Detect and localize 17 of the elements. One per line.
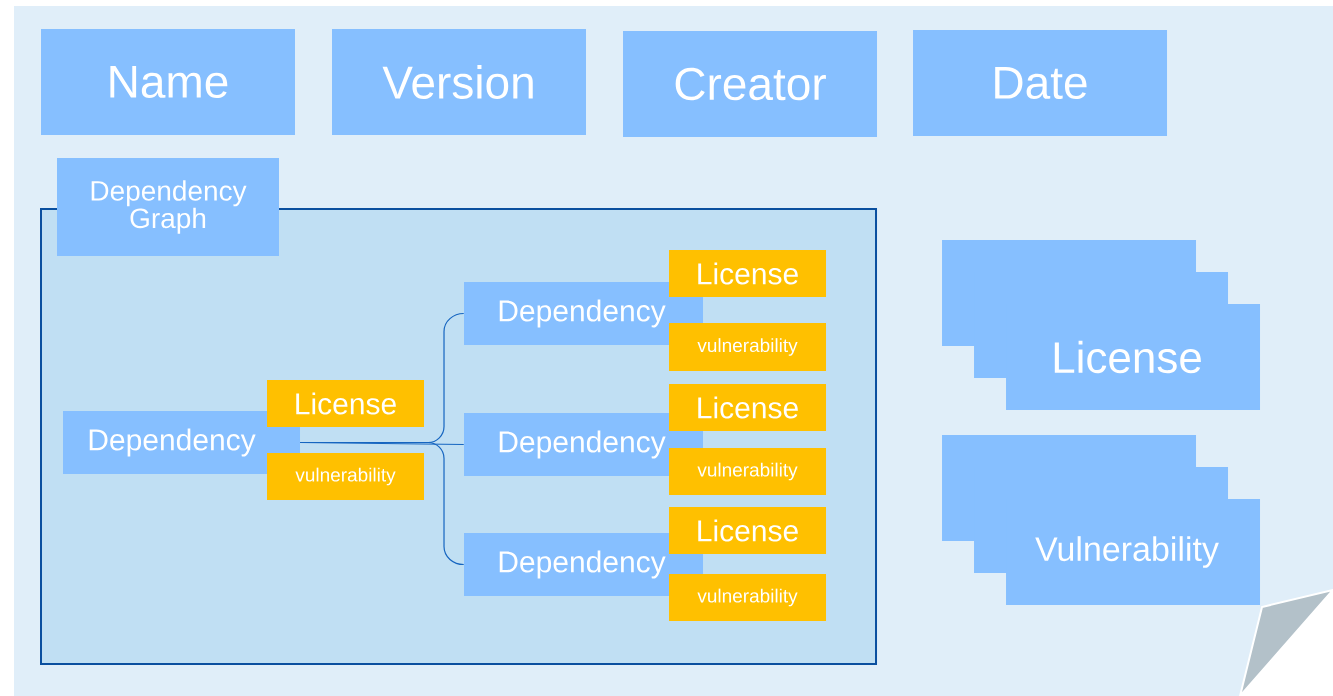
license-box: License <box>669 250 826 297</box>
field-box: Creator <box>623 31 877 137</box>
connector <box>299 441 465 566</box>
field-box: Date <box>913 30 1167 136</box>
license-box: License <box>669 507 826 554</box>
vulnerability-box: vulnerability <box>669 448 826 495</box>
vulnerability-box: vulnerability <box>669 323 826 371</box>
field-box: Name <box>41 29 295 135</box>
vulnerability-box: vulnerability <box>669 574 826 621</box>
card-stack: License <box>942 240 1260 410</box>
card-stack: Vulnerability <box>942 435 1260 605</box>
license-box: License <box>267 380 424 427</box>
graph-heading-box: Dependency Graph <box>57 158 279 256</box>
license-box: License <box>669 384 826 431</box>
node-label: License <box>1054 340 1201 374</box>
vulnerability-box: vulnerability <box>267 453 424 500</box>
field-box: Version <box>332 29 586 135</box>
